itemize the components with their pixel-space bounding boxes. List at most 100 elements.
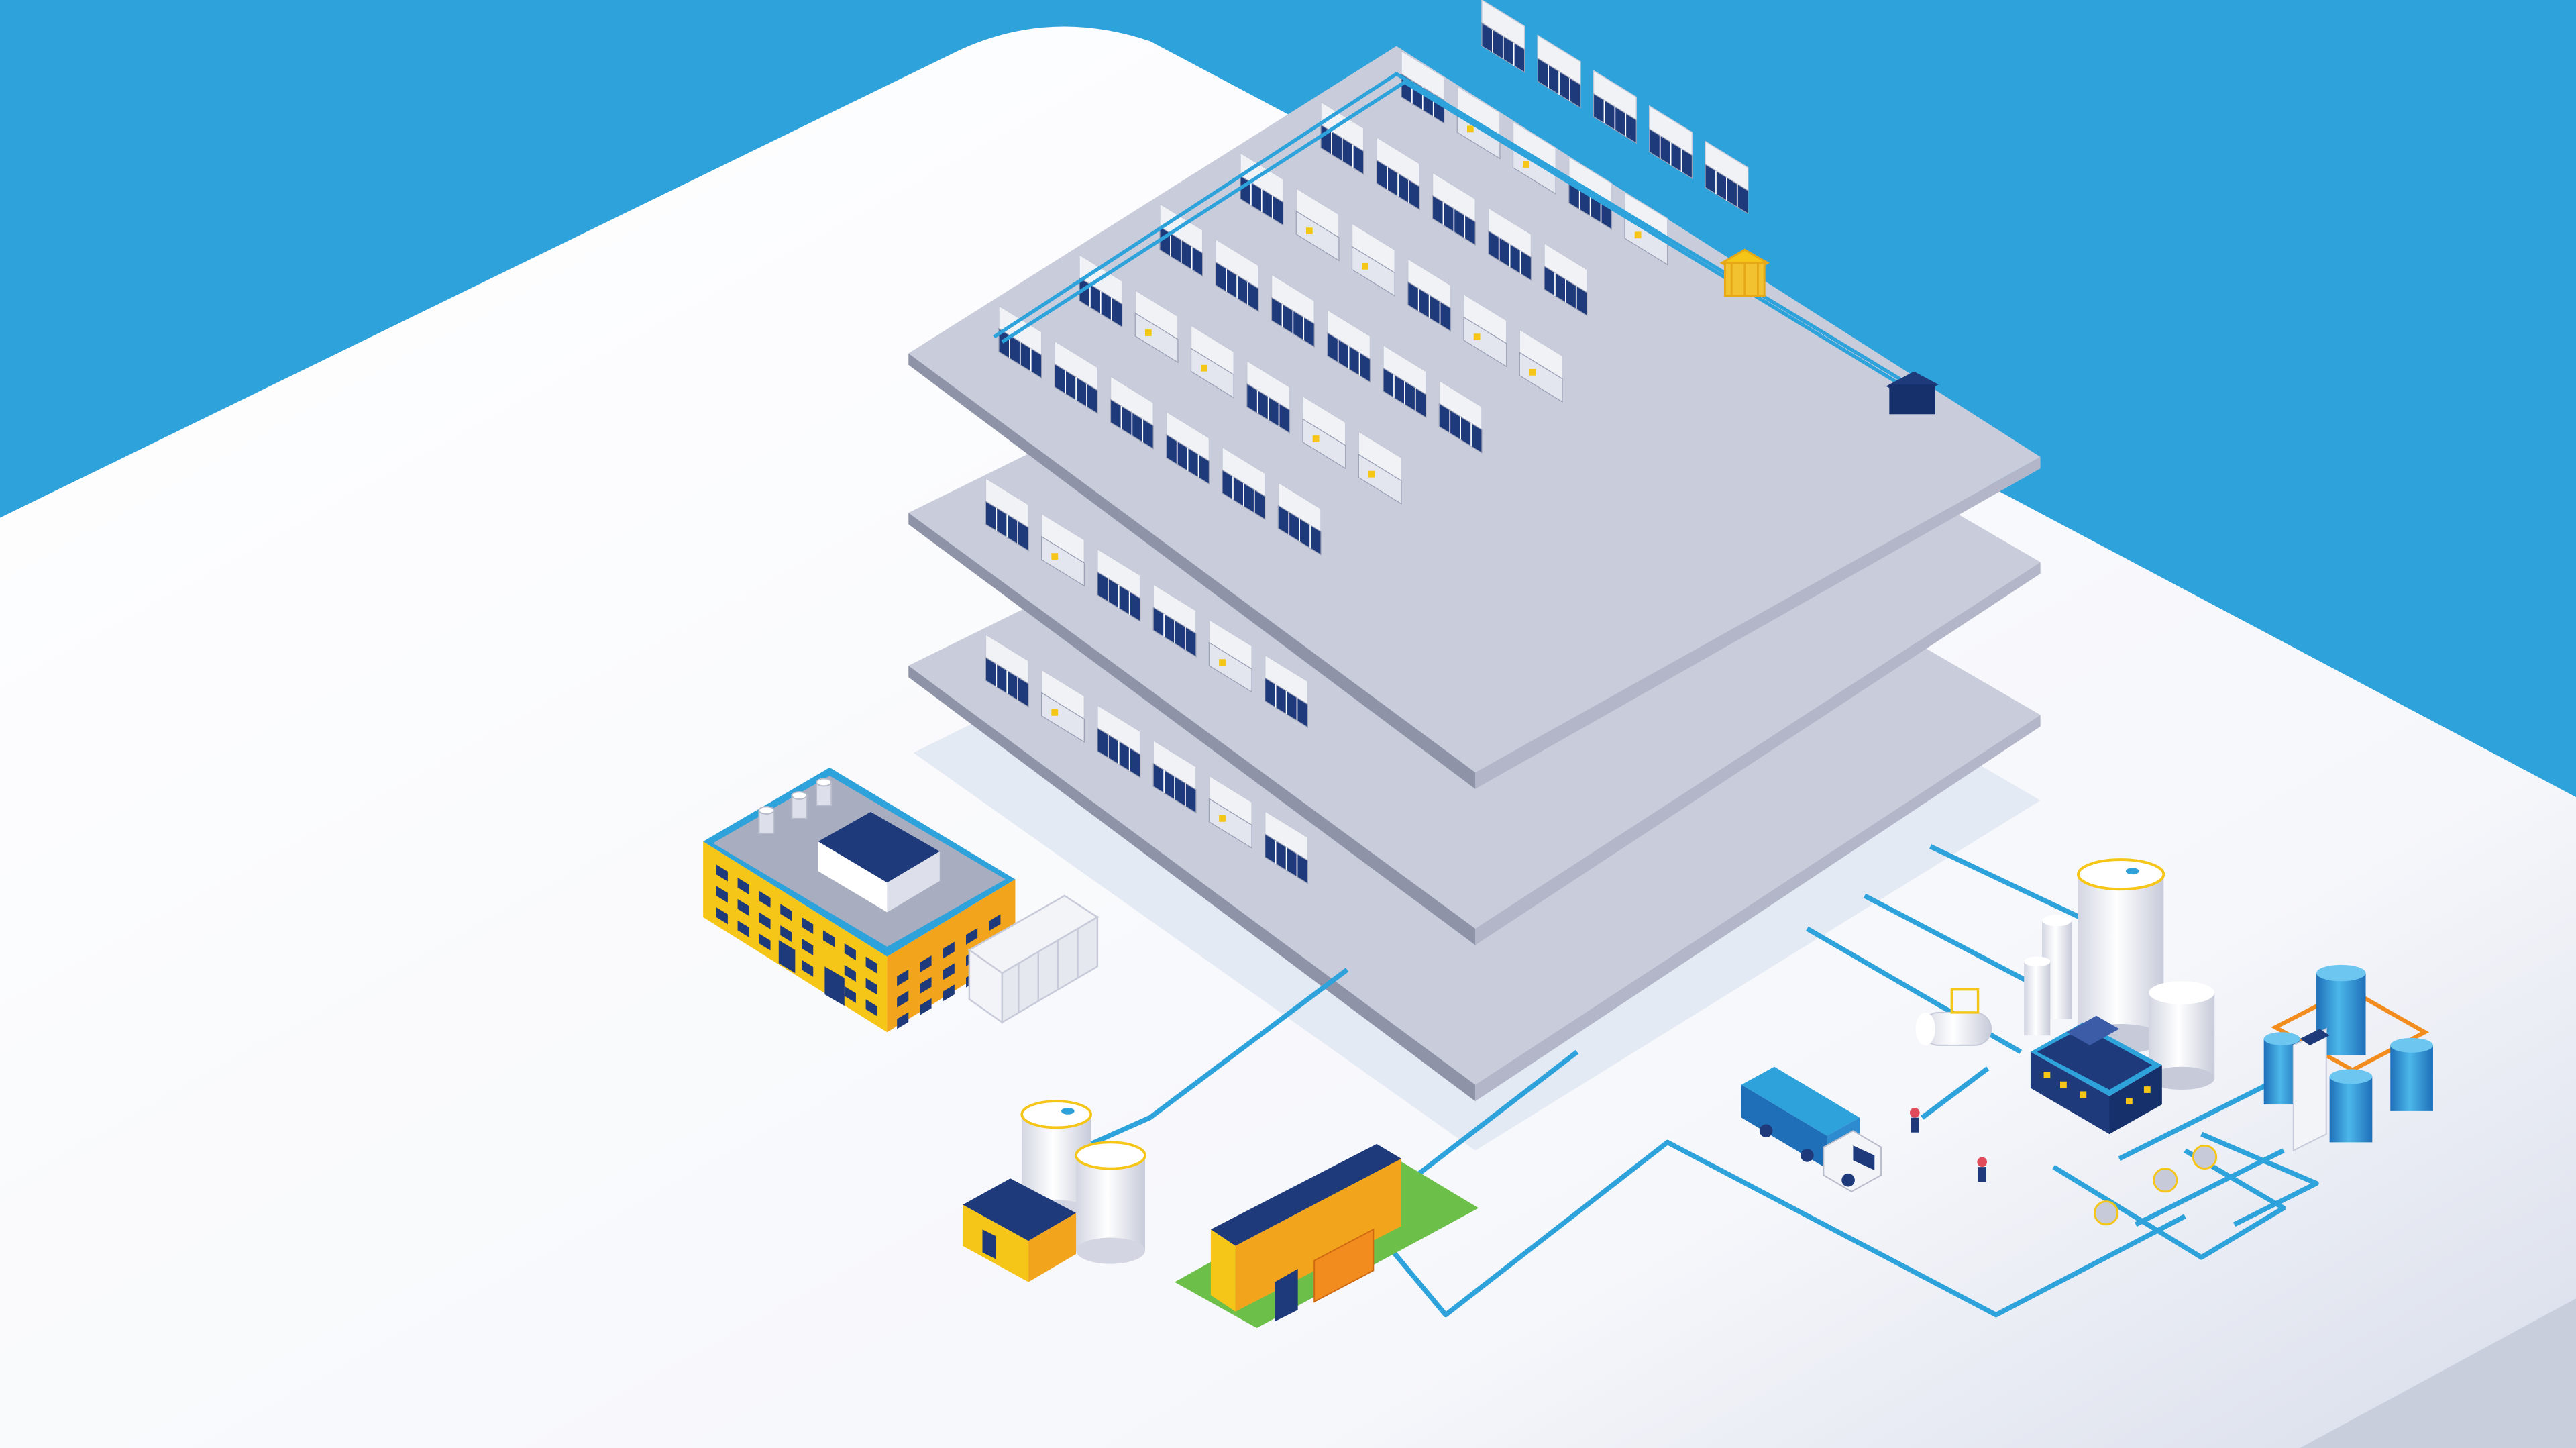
window [966,927,978,945]
window [844,964,856,982]
server-unit [1302,395,1346,470]
storage-tank-2 [1075,1141,1146,1264]
server-unit [1152,583,1197,658]
window [943,941,955,959]
building-windows [716,864,1001,1029]
server-unit [1097,704,1141,778]
roof-exhaust-unit [1886,371,1939,415]
roof-cooling-unit [1719,248,1770,297]
server-unit [1264,654,1309,728]
window [897,969,909,986]
storage-tank-group [963,1100,1146,1282]
window [759,933,771,951]
window [943,984,955,1002]
worker-figure-1 [1909,1107,1920,1133]
window [844,943,856,961]
medium-silo [2149,981,2215,1090]
server-unit [1134,289,1179,364]
window [780,904,792,921]
server-unit [1438,379,1483,454]
pump-assemblies [2093,1144,2218,1226]
server-unit [1054,340,1098,415]
server-unit [1295,187,1340,262]
window [865,999,877,1017]
server-unit [1481,0,1525,73]
fuel-transfer-unit [1909,988,1992,1182]
window [897,990,909,1008]
server-unit [1040,513,1085,587]
server-unit [1208,619,1252,693]
server-unit [1277,481,1322,556]
server-unit [1705,140,1749,215]
server-unit [1222,446,1266,521]
server-unit [1152,739,1197,814]
pump-house [963,1178,1077,1282]
window [822,930,835,947]
server-unit [1271,273,1315,348]
server-unit [1407,258,1452,332]
building-door-2 [778,940,796,974]
window [759,912,771,929]
filter-unit [2292,1027,2330,1152]
server-unit [1110,375,1154,450]
window [759,890,771,908]
window [865,978,877,995]
control-building [2030,1015,2162,1135]
server-unit [1097,548,1141,623]
server-unit [1432,171,1476,246]
server-unit [1208,774,1252,849]
chiller-rack [967,894,1099,1024]
window [920,998,932,1015]
window [920,955,932,973]
window [865,956,877,974]
floor-3-equipment [998,0,1749,556]
window [716,864,728,882]
window [897,1012,909,1029]
chemical-plant [2024,858,2218,1226]
server-unit [1463,293,1507,368]
window [802,960,814,977]
window [716,907,728,925]
fuel-truck [1741,1066,1882,1193]
server-unit [1215,238,1259,313]
window [802,938,814,955]
server-unit [1544,242,1588,317]
building-door [824,966,845,1006]
server-unit [1240,152,1284,226]
server-unit [1593,70,1637,144]
window [989,914,1001,931]
industrial-building [703,767,1099,1033]
server-unit [1488,207,1532,281]
window [737,898,749,917]
server-unit [1519,328,1563,403]
server-unit [1264,810,1309,884]
water-tank-group [2263,964,2433,1152]
server-unit [1376,136,1420,211]
server-unit [1383,344,1427,419]
server-unit [1358,430,1402,505]
window [802,917,814,935]
server-unit [1537,34,1581,109]
blue-tank-3 [2390,1037,2433,1111]
server-unit [1246,360,1291,434]
server-unit [1649,105,1693,179]
warehouse [1175,1143,1479,1329]
server-unit [1166,411,1210,485]
server-unit [1040,668,1085,743]
server-unit [985,633,1029,708]
window [737,878,749,895]
worker-figure-2 [1977,1157,1988,1182]
roof-vents [758,778,833,834]
window [737,920,749,937]
window [943,963,955,980]
slim-silo-2 [2024,956,2051,1036]
server-unit [1190,324,1234,399]
blue-tank-4 [2329,1069,2373,1143]
server-unit [985,477,1029,552]
server-unit [1351,222,1395,297]
window [780,925,792,943]
warehouse-orange-doors [1313,1228,1375,1303]
window [716,886,728,903]
server-unit [1327,309,1371,383]
